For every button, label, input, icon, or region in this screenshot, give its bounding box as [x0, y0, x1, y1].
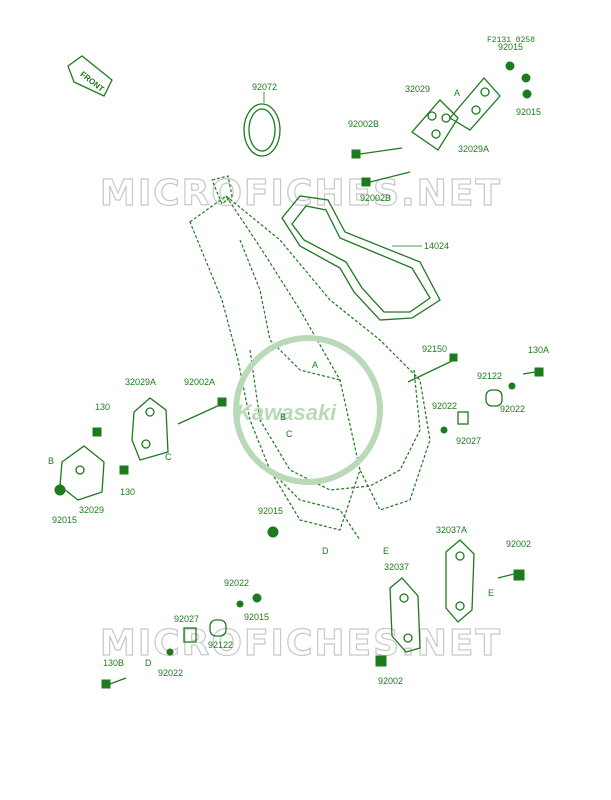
collar-92027-right [457, 411, 469, 425]
washer-92022-r1 [508, 382, 516, 390]
label-92015-bottom: 92015 [244, 612, 269, 622]
bracket-top-32029 [411, 77, 501, 151]
guard-14024 [281, 195, 441, 321]
nut-92015-mid [267, 526, 279, 538]
collar-92122-bottom [209, 619, 227, 637]
label-92002B-b: 92002B [360, 193, 391, 203]
ref-A-frame: A [312, 360, 318, 370]
motorcycle-frame [189, 175, 431, 541]
bolts-92002B [351, 147, 411, 187]
label-92015-left: 92015 [52, 515, 77, 525]
label-92015-mid: 92015 [258, 506, 283, 516]
ref-D-bottom: D [145, 658, 152, 668]
plate-32037A [445, 539, 475, 623]
bracket-left-32029 [59, 445, 105, 501]
label-92122-bottom: 92122 [208, 640, 233, 650]
label-92027-bottom: 92027 [174, 614, 199, 624]
label-130-b: 130 [120, 487, 135, 497]
label-32029-top: 32029 [405, 84, 430, 94]
label-92072: 92072 [252, 82, 277, 92]
band-clamp-92072 [243, 92, 281, 157]
label-92002B-a: 92002B [348, 119, 379, 129]
label-92122-right: 92122 [477, 371, 502, 381]
bolt-130A [522, 367, 544, 377]
label-92022-bottom: 92022 [224, 578, 249, 588]
label-32029A-left: 32029A [125, 377, 156, 387]
label-130B: 130B [103, 658, 124, 668]
ref-C-frame: C [286, 429, 293, 439]
ref-B-left: B [48, 456, 54, 466]
label-92002-right: 92002 [506, 539, 531, 549]
bracket-left-32029A [131, 397, 169, 461]
label-92015-right: 92015 [516, 107, 541, 117]
ref-E-frame: E [383, 546, 389, 556]
label-130-a: 130 [95, 402, 110, 412]
ref-A-top: A [454, 88, 460, 98]
label-92022-r1: 92022 [500, 404, 525, 414]
watermark-bottom: MICROFICHES.NET [100, 623, 502, 664]
washer-92022-bottom [236, 600, 244, 608]
watermark-top: MICROFICHES.NET [100, 173, 502, 214]
plate-32037 [389, 577, 421, 653]
collar-92122-right [485, 389, 503, 407]
front-arrow-icon: FRONT [67, 55, 113, 97]
label-14024: 14024 [424, 241, 449, 251]
brand-text: Kawasaki [236, 400, 337, 425]
label-92002A: 92002A [184, 377, 215, 387]
bolt-92002-right [497, 569, 525, 581]
label-92015-top: 92015 [498, 42, 523, 52]
label-130A: 130A [528, 345, 549, 355]
label-32029A-top: 32029A [458, 144, 489, 154]
collar-92027-bottom [183, 627, 197, 643]
bolt-130-b [119, 465, 129, 475]
ref-E-right: E [488, 588, 494, 598]
kawasaki-logo: Kawasaki [233, 335, 383, 485]
bolt-92002A [177, 397, 227, 425]
nut-92015-left [54, 484, 66, 496]
label-92022-bottom2: 92022 [158, 668, 183, 678]
label-32037A: 32037A [436, 525, 467, 535]
nut-92015-bottom [252, 593, 262, 603]
washer-92022-bottom2 [166, 648, 174, 656]
bolt-130B [101, 677, 127, 689]
bolt-92150 [407, 353, 458, 383]
diagram-code: F2131 0258 [487, 36, 535, 45]
label-32029-left: 32029 [79, 505, 104, 515]
label-92150: 92150 [422, 344, 447, 354]
washer-92022-r2 [440, 426, 448, 434]
ref-B-frame: B [280, 412, 286, 422]
ref-C-left: C [165, 452, 172, 462]
label-92027-right: 92027 [456, 436, 481, 446]
bolt-92002-bottom [375, 655, 387, 667]
label-32037: 32037 [384, 562, 409, 572]
ref-D-frame: D [322, 546, 329, 556]
bolt-130-a [92, 427, 102, 437]
label-92002-bottom: 92002 [378, 676, 403, 686]
label-92022-r2: 92022 [432, 401, 457, 411]
nuts-top-92015 [505, 61, 532, 99]
